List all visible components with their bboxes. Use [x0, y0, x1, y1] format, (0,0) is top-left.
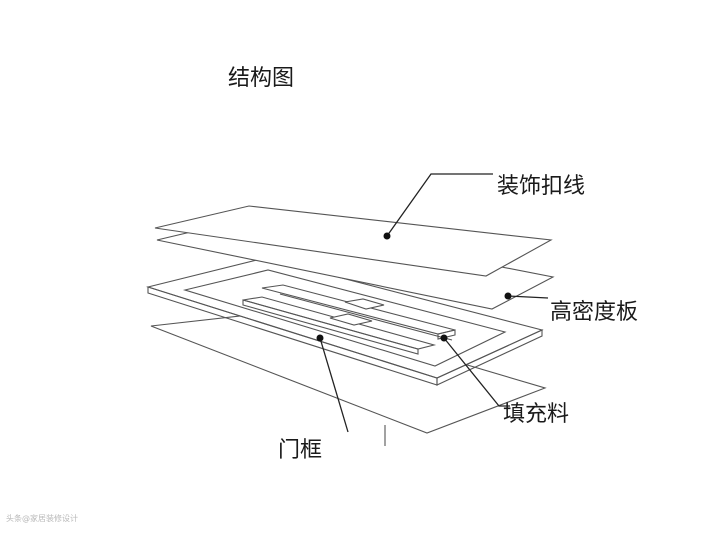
leader-door-frame: [319, 337, 349, 433]
leader-decorative-trim: [386, 173, 493, 237]
leader-hdf: [507, 295, 549, 299]
label-decorative-trim: 装饰扣线: [497, 174, 586, 199]
label-hdf-board: 高密度板: [550, 300, 639, 325]
label-door-frame: 门框: [278, 438, 323, 463]
diagram-title: 结构图: [228, 66, 295, 91]
leader-filler: [443, 337, 510, 407]
leader-dot-filler: [440, 334, 448, 342]
watermark: 头条@家居装修设计: [6, 514, 78, 523]
leader-dot-hdf: [504, 292, 512, 300]
leader-dot-door-frame: [316, 334, 324, 342]
filler-bars: [242, 284, 456, 355]
label-filler: 填充料: [503, 402, 570, 427]
decorative-trim-sheet: [154, 205, 553, 277]
leader-dot-decorative-trim: [383, 232, 391, 240]
